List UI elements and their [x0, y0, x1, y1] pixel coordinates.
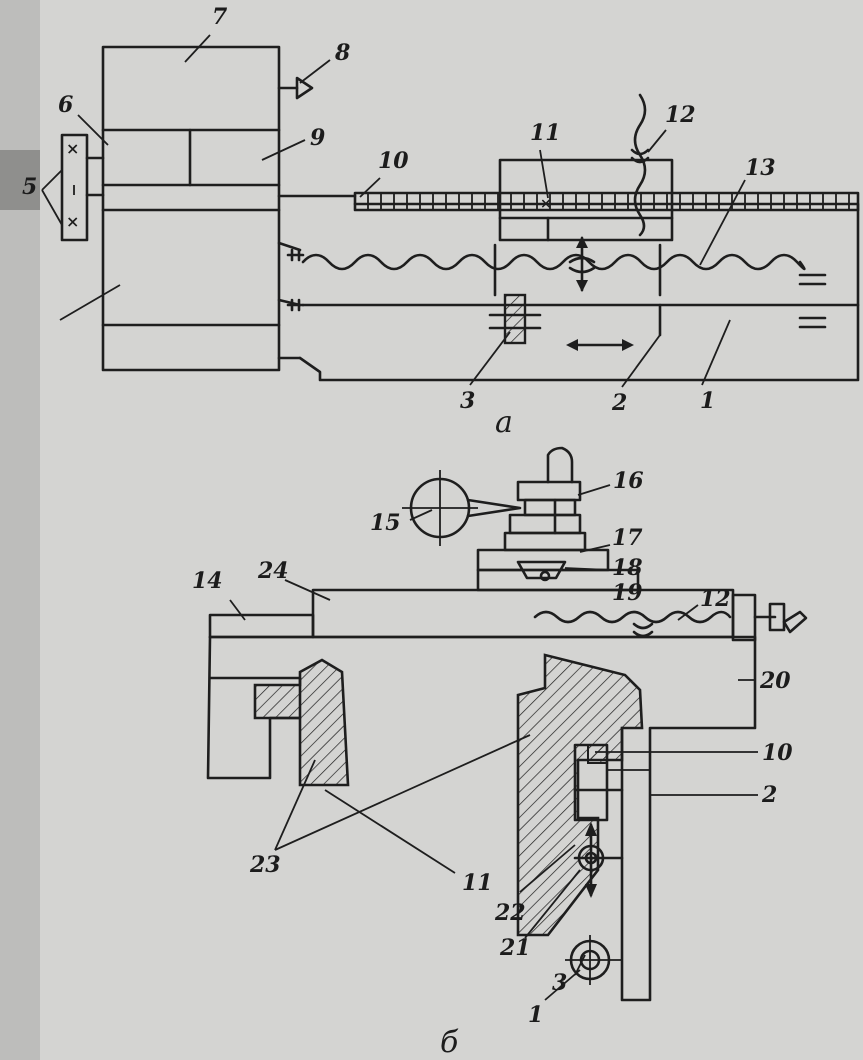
- label-22: 22: [494, 900, 526, 926]
- caption-b: б: [440, 1025, 459, 1060]
- label-10b: 10: [762, 740, 793, 766]
- paper-shadow-tab: [0, 150, 40, 210]
- label-11b: 11: [462, 870, 493, 896]
- view-b-drawing: [206, 446, 808, 1002]
- label-11: 11: [530, 120, 561, 146]
- carriage-outline: [208, 635, 757, 1002]
- label-12: 12: [665, 102, 696, 128]
- label-2: 2: [611, 390, 627, 416]
- label-14: 14: [192, 568, 223, 594]
- lead-screw: [301, 253, 806, 271]
- label-19: 19: [612, 580, 643, 606]
- svg-text:×: ×: [66, 212, 79, 231]
- label-1: 1: [700, 388, 715, 414]
- label-18: 18: [612, 555, 643, 581]
- label-16: 16: [613, 468, 644, 494]
- label-13: 13: [745, 155, 776, 181]
- label-5: 5: [22, 174, 37, 200]
- label-8: 8: [334, 40, 350, 66]
- svg-text:×: ×: [540, 196, 552, 212]
- headstock-body: [101, 45, 281, 372]
- label-20: 20: [759, 668, 791, 694]
- svg-text:×: ×: [66, 139, 79, 158]
- label-6: 6: [58, 92, 73, 118]
- label-15: 15: [370, 510, 401, 536]
- rack-10: [353, 191, 860, 212]
- label-1b: 1: [528, 1002, 543, 1028]
- view-a-drawing: × × ×: [41, 34, 860, 388]
- label-2b: 2: [761, 782, 777, 808]
- label-17: 17: [612, 525, 643, 551]
- view-b-labels: 16 15 17 18 14 24 19 12 20 10 2 23 11 22…: [192, 468, 793, 1060]
- label-21: 21: [499, 935, 531, 961]
- label-23: 23: [249, 852, 281, 878]
- label-3: 3: [460, 388, 475, 414]
- label-7: 7: [212, 4, 228, 30]
- bed-outline: [277, 202, 860, 382]
- label-10: 10: [378, 148, 409, 174]
- clutch-5: [60, 133, 89, 242]
- label-24: 24: [257, 558, 289, 584]
- view-a-labels: 7 8 6 9 5 10 11 12 13 3 2 1 а: [22, 4, 776, 440]
- label-3b: 3: [552, 970, 567, 996]
- caption-a: а: [495, 405, 513, 440]
- label-12b: 12: [700, 586, 731, 612]
- label-9: 9: [310, 125, 325, 151]
